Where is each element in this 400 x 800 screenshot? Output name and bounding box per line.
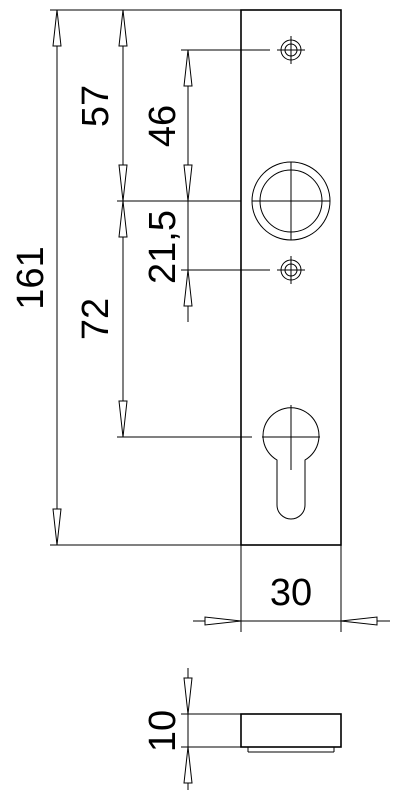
- dimension-30: [193, 545, 390, 632]
- dimension-161: [50, 9, 241, 546]
- dimension-label-46: 46: [142, 105, 184, 147]
- dimension-label-21-5: 21,5: [142, 210, 184, 284]
- dimension-label-57: 57: [75, 85, 117, 127]
- upper-screw-hole: [277, 36, 305, 64]
- dimension-label-72: 72: [75, 298, 117, 340]
- dimension-10: [181, 668, 241, 790]
- rosette-hole: [251, 161, 331, 241]
- dimension-label-161: 161: [10, 246, 52, 309]
- dimension-21-5: [181, 201, 270, 322]
- dimension-72: [117, 200, 252, 438]
- escutcheon-plate-side-view: [240, 713, 342, 753]
- dimension-label-10: 10: [142, 710, 184, 752]
- escutcheon-plate-front-view: [240, 9, 342, 546]
- cylinder-keyhole: [262, 405, 320, 520]
- dimension-46: [181, 49, 270, 202]
- dimension-label-30: 30: [270, 572, 312, 614]
- dimension-57: [118, 9, 128, 202]
- lower-screw-hole: [277, 256, 305, 284]
